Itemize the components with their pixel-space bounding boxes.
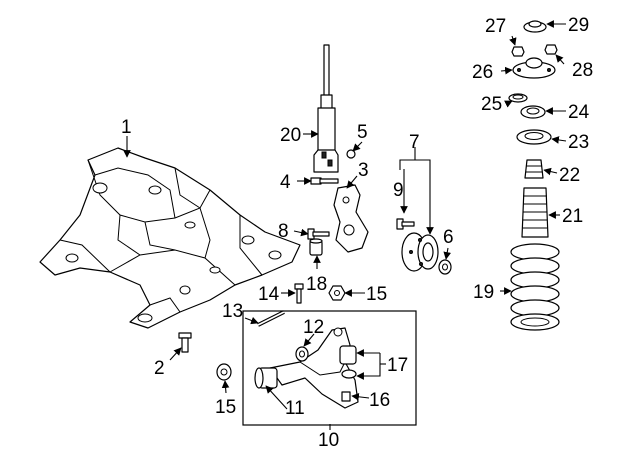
- strut-assembly: [313, 44, 339, 173]
- spring-seat-23: [516, 129, 552, 145]
- wheel-hub-bearing: [401, 232, 439, 272]
- callout-21: 21: [562, 206, 583, 227]
- nut-15-upper: [328, 285, 346, 301]
- crossmember-subframe: [39, 147, 301, 329]
- callout-10: 10: [318, 430, 339, 451]
- steering-knuckle: [333, 184, 369, 253]
- callout-14: 14: [258, 284, 280, 305]
- callout-15-right: 15: [366, 284, 387, 305]
- bolt-2: [178, 332, 192, 353]
- callout-23: 23: [568, 132, 589, 153]
- callout-25: 25: [481, 94, 502, 115]
- bushing-11: [254, 367, 278, 389]
- callout-4: 4: [280, 172, 291, 193]
- callout-22: 22: [559, 165, 580, 186]
- callout-15-left: 15: [215, 397, 236, 418]
- strut-mount-26: [512, 57, 556, 79]
- bumper-22: [524, 159, 544, 179]
- dust-boot-21: [521, 187, 549, 238]
- nut-5: [346, 149, 356, 159]
- bushing-18: [309, 238, 323, 256]
- hub-nut-6: [438, 259, 452, 275]
- leader-lines: [123, 20, 567, 430]
- callout-9: 9: [393, 180, 404, 201]
- callout-12: 12: [303, 317, 324, 338]
- callout-8: 8: [278, 221, 289, 242]
- callout-3: 3: [358, 160, 369, 181]
- callout-28: 28: [572, 60, 593, 81]
- callout-7: 7: [409, 132, 420, 153]
- callout-17: 17: [387, 355, 408, 376]
- bolt-8: [307, 228, 330, 240]
- bolt-4: [310, 177, 339, 185]
- coil-spring-19: [510, 243, 560, 331]
- bushing-12: [295, 346, 309, 362]
- nut-28: [544, 44, 558, 55]
- callout-1: 1: [121, 117, 132, 138]
- bolt-13: [257, 310, 285, 327]
- seal-25: [508, 93, 528, 103]
- callout-18: 18: [306, 274, 327, 295]
- callout-29: 29: [568, 15, 589, 36]
- callout-19: 19: [473, 282, 494, 303]
- callout-6: 6: [443, 227, 454, 248]
- bolt-14: [294, 283, 304, 304]
- nut-27: [511, 46, 525, 57]
- bearing-24: [520, 105, 546, 119]
- callout-16: 16: [369, 390, 390, 411]
- callout-24: 24: [568, 102, 590, 123]
- callout-11: 11: [285, 398, 305, 419]
- callout-5: 5: [357, 122, 368, 143]
- bolt-9: [396, 218, 415, 230]
- mount-cap-29: [523, 20, 547, 33]
- callout-20: 20: [280, 125, 301, 146]
- ball-joint-16: [341, 391, 351, 402]
- callout-27: 27: [485, 16, 506, 37]
- callout-2: 2: [154, 358, 165, 379]
- callout-26: 26: [472, 62, 493, 83]
- ball-joint-17: [339, 345, 357, 379]
- callout-13: 13: [222, 301, 243, 322]
- nut-15-lower: [216, 363, 232, 381]
